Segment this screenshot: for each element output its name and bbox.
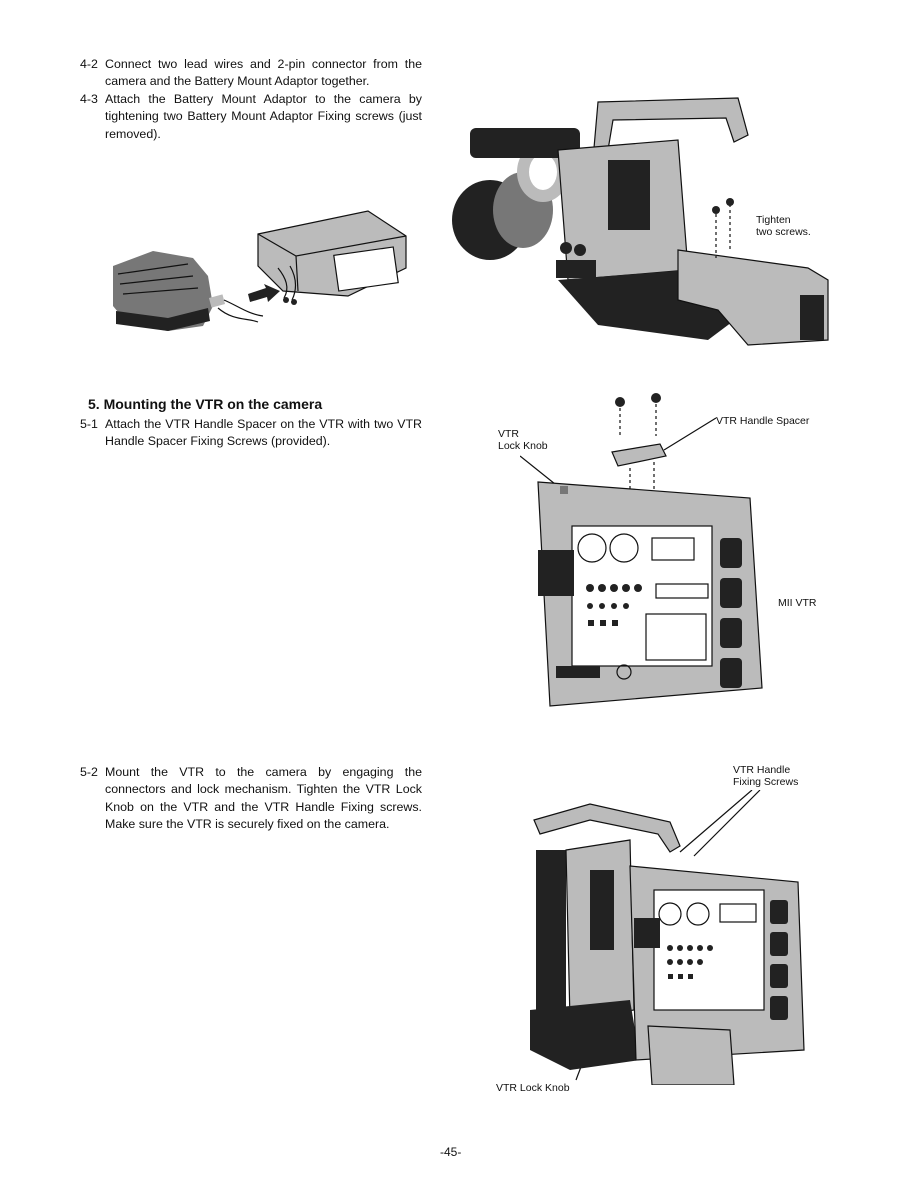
step-number: 4-3 <box>80 92 98 106</box>
section-heading: 5. Mounting the VTR on the camera <box>88 396 322 412</box>
callout-line: Lock Knob <box>498 440 548 452</box>
section-number: 5. <box>88 396 100 412</box>
step-text: Connect two lead wires and 2-pin connect… <box>105 57 422 89</box>
step-text: Attach the VTR Handle Spacer on the VTR … <box>105 417 422 449</box>
battery-adaptor-connection-illustration <box>113 210 407 331</box>
step-number: 4-2 <box>80 57 98 71</box>
section-title: Mounting the VTR on the camera <box>103 396 323 412</box>
vtr-mounted-camera-illustration <box>530 790 805 1085</box>
step-number: 5-1 <box>80 417 98 431</box>
mii-vtr-illustration <box>520 393 763 707</box>
step-number: 5-2 <box>80 765 98 779</box>
step-4-3: 4-3 Attach the Battery Mount Adaptor to … <box>80 91 422 143</box>
step-5-2: 5-2 Mount the VTR to the camera by engag… <box>80 764 422 834</box>
camera-battery-adaptor-illustration <box>452 97 829 346</box>
callout-vtr-lock-knob-bottom: VTR Lock Knob <box>496 1082 570 1094</box>
callout-vtr-handle-fixing-screws: VTR Handle Fixing Screws <box>733 764 798 788</box>
step-text: Mount the VTR to the camera by engaging … <box>105 765 422 832</box>
callout-vtr-lock-knob-top: VTR Lock Knob <box>498 428 548 452</box>
callout-tighten: Tighten two screws. <box>756 214 811 238</box>
callout-vtr-handle-spacer: VTR Handle Spacer <box>716 415 810 427</box>
callout-line: Tighten <box>756 214 791 226</box>
callout-line: two screws. <box>756 226 811 238</box>
step-4-2: 4-2 Connect two lead wires and 2-pin con… <box>80 56 422 91</box>
callout-line: VTR <box>498 428 519 440</box>
step-5-1: 5-1 Attach the VTR Handle Spacer on the … <box>80 416 422 451</box>
step-text: Attach the Battery Mount Adaptor to the … <box>105 92 422 141</box>
callout-line: VTR Handle <box>733 764 791 776</box>
callout-line: Fixing Screws <box>733 776 799 788</box>
page-number: -45- <box>440 1145 462 1159</box>
callout-mii-vtr: MII VTR <box>778 597 817 609</box>
